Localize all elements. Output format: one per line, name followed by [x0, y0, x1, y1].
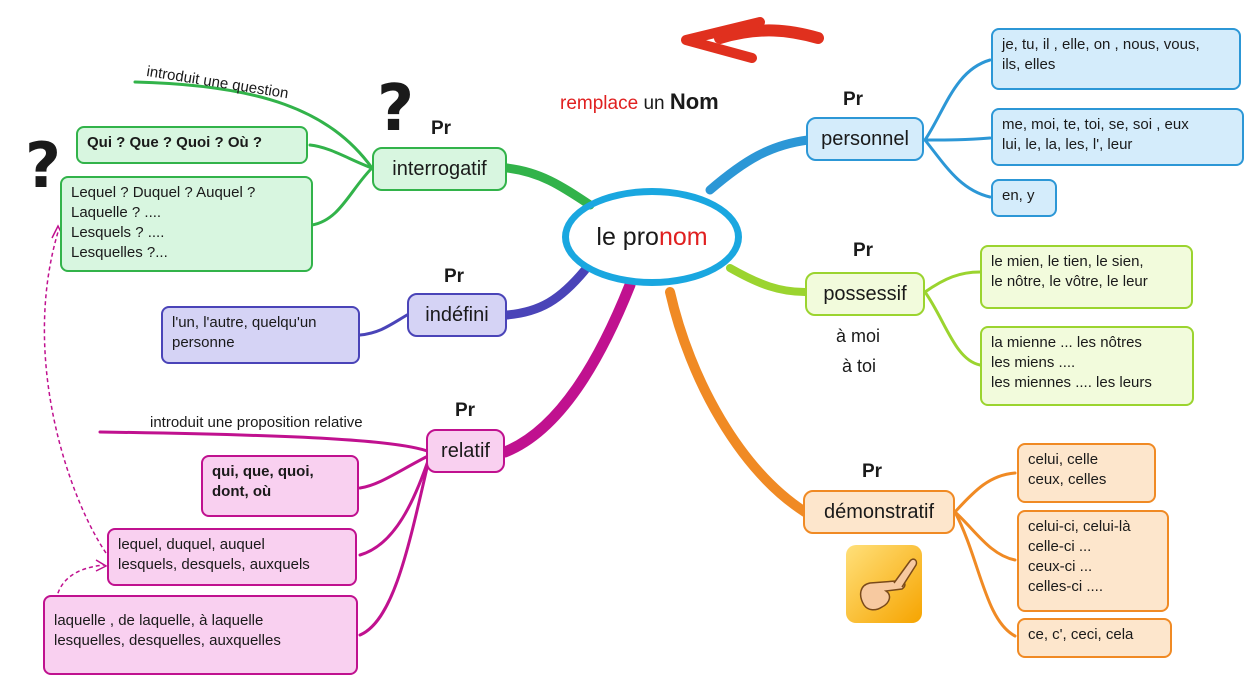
relatif-item-1: qui, que, quoi, dont, où [201, 455, 359, 517]
node-demonstratif[interactable]: démonstratif [803, 490, 955, 534]
demonstratif-item-3: ce, c', ceci, cela [1017, 618, 1172, 658]
question-mark-icon-2: ? [25, 129, 61, 202]
node-interrogatif[interactable]: interrogatif [372, 147, 507, 191]
node-indefini[interactable]: indéfini [407, 293, 507, 337]
demonstratif-item-2: celui-ci, celui-là celle-ci ... ceux-ci … [1017, 510, 1169, 612]
header-word-nom: Nom [669, 89, 719, 114]
link-possessif [726, 264, 809, 296]
relatif-item-3: laquelle , de laquelle, à laquelle lesqu… [43, 595, 358, 675]
relatif-annotation: introduit une proposition relative [150, 414, 363, 431]
node-personnel[interactable]: personnel [806, 117, 924, 161]
pr-label-interrogatif: Pr [431, 118, 452, 139]
possessif-item-1: le mien, le tien, le sien, le nôtre, le … [980, 245, 1193, 309]
node-possessif[interactable]: possessif [805, 272, 925, 316]
interrogatif-item-2: Lequel ? Duquel ? Auquel ? Laquelle ? ..… [60, 176, 313, 272]
pr-label-indefini: Pr [444, 266, 465, 287]
personnel-item-2: me, moi, te, toi, se, soi , eux lui, le,… [991, 108, 1244, 166]
link-interrogatif [502, 163, 595, 210]
link-indefini [502, 265, 590, 320]
demonstratif-item-1: celui, celle ceux, celles [1017, 443, 1156, 503]
relatif-item-2: lequel, duquel, auquel lesquels, desquel… [107, 528, 357, 586]
center-prefix: le pro [596, 222, 659, 251]
header-word-un: un [643, 93, 665, 114]
question-mark-icon: ? [377, 72, 415, 146]
node-relatif[interactable]: relatif [426, 429, 505, 473]
link-demonstratif [665, 287, 810, 517]
personnel-item-3: en, y [991, 179, 1057, 217]
personnel-item-1: je, tu, il , elle, on , nous, vous, ils,… [991, 28, 1241, 90]
link-personnel [705, 135, 813, 195]
center-suffix: nom [658, 222, 708, 251]
pr-label-possessif: Pr [853, 240, 874, 261]
red-arrow-icon [681, 17, 824, 63]
indefini-item-1: l'un, l'autre, quelqu'un personne [161, 306, 360, 364]
interrogatif-item-1: Qui ? Que ? Quoi ? Où ? [76, 126, 308, 164]
pr-label-demonstratif: Pr [862, 461, 883, 482]
pr-label-relatif: Pr [455, 400, 476, 421]
possessif-item-2: la mienne ... les nôtres les miens .... … [980, 326, 1194, 406]
pr-label-personnel: Pr [843, 89, 864, 110]
pointing-hand-icon [846, 545, 922, 623]
possessif-note-toi: à toi [842, 356, 877, 376]
header-text: remplace un Nom [560, 89, 719, 115]
link-relatif [499, 279, 636, 458]
possessif-note-moi: à moi [836, 326, 881, 346]
header-word-remplace: remplace [560, 93, 639, 114]
